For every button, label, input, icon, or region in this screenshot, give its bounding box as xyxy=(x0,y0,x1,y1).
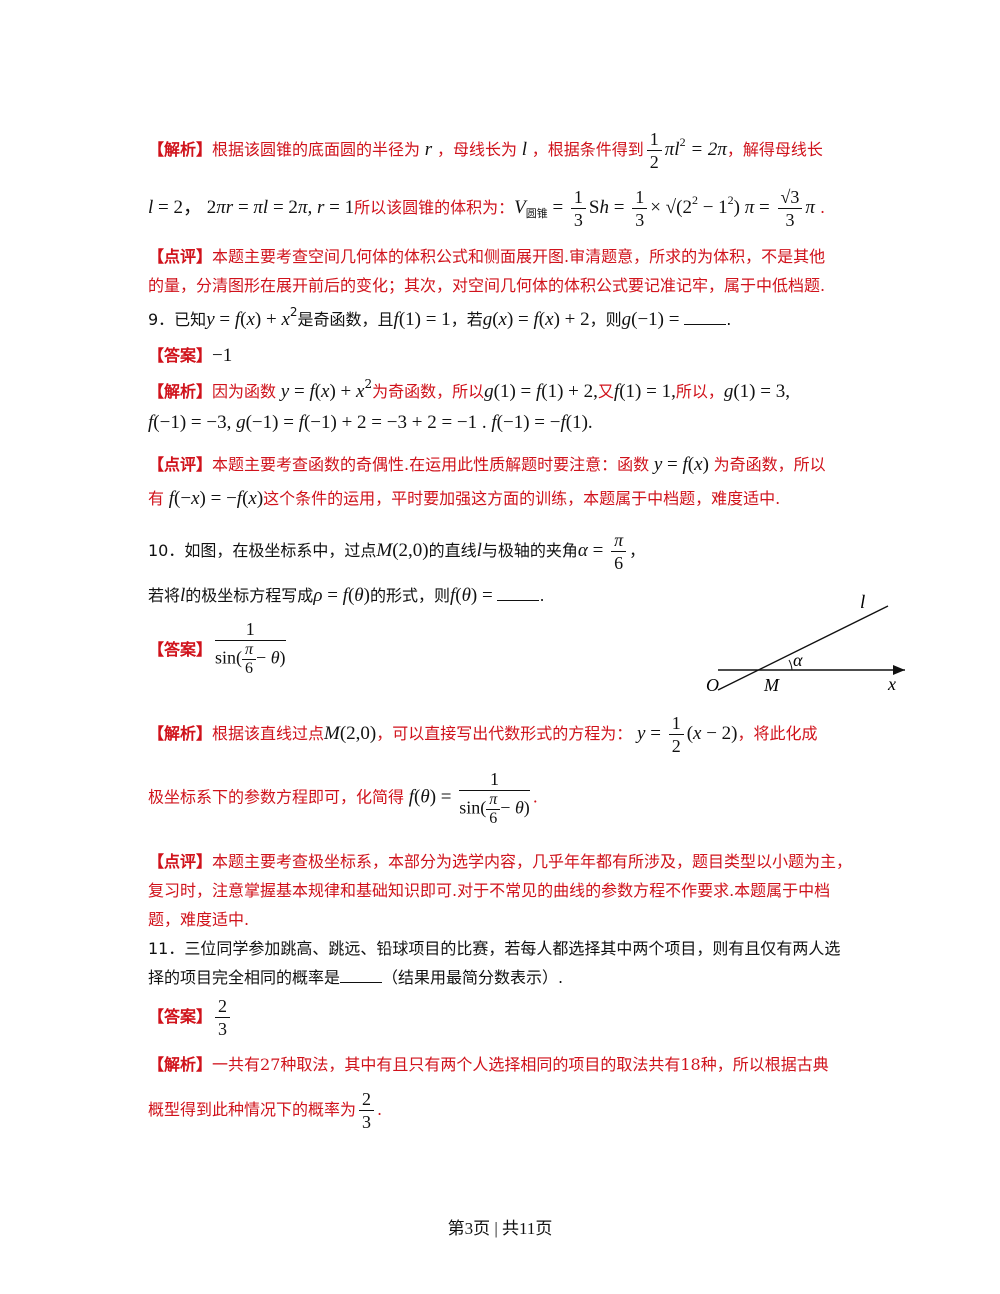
q11-stem-line1: 11．三位同学参加跳高、跳远、铅球项目的比赛，若每人都选择其中两个项目，则有且仅… xyxy=(148,939,841,958)
q10-comment-line1: 【点评】本题主要考查极坐标系，本部分为选学内容，几乎年年都有所涉及，题目类型以小… xyxy=(148,852,853,871)
p8-comment-line2: 的量，分清图形在展开前后的变化；其次，对空间几何体的体积公式要记准记牢，属于中低… xyxy=(148,276,826,295)
q11-analysis-line1: 【解析】一共有27种取法，其中有且只有两个人选择相同的项目的取法共有18种，所以… xyxy=(148,1055,829,1074)
q9-analysis-line2: f(−1) = −3, g(−1) = f(−1) + 2 = −3 + 2 =… xyxy=(148,412,593,433)
answer-blank xyxy=(684,310,727,325)
angle-arc xyxy=(788,659,793,671)
answer-blank xyxy=(340,968,383,983)
q10-stem-line2: 若将l的极坐标方程写成ρ = f(θ)的形式，则f(θ) = . xyxy=(148,585,545,606)
polar-figure: l α O M x xyxy=(706,592,905,695)
q9-analysis-line1: 【解析】因为函数 y = f(x) + x2为奇函数，所以g(1) = f(1)… xyxy=(148,377,790,402)
axis-label: x xyxy=(887,674,896,694)
q10-comment-line2: 复习时，注意掌握基本规律和基础知识即可.对于不常见的曲线的参数方程不作要求.本题… xyxy=(148,881,831,900)
p8-comment-line1: 【点评】本题主要考查空间几何体的体积公式和侧面展开图.审清题意，所求的为体积，不… xyxy=(148,247,826,266)
p8-analysis-line2: l = 2， 2πr = πl = 2π, r = 1所以该圆锥的体积为：V圆锥… xyxy=(148,187,826,230)
analysis-tag: 【解析】 xyxy=(148,140,213,159)
q9-stem: 9．已知y = f(x) + x2是奇函数，且f(1) = 1，若g(x) = … xyxy=(148,305,732,330)
q9-comment-line2: 有 f(−x) = −f(x)这个条件的运用，平时要加强这方面的训练，本题属于中… xyxy=(148,488,781,509)
origin-label: O xyxy=(706,675,719,695)
angle-label: α xyxy=(793,650,803,670)
line-l xyxy=(717,605,889,691)
page-footer: 第3页 | 共11页 xyxy=(447,1219,553,1238)
point-label: M xyxy=(763,675,780,695)
q10-comment-line3: 题，难度适中. xyxy=(148,910,250,929)
arrow-head-icon xyxy=(893,665,905,675)
q9-answer: 【答案】−1 xyxy=(148,345,233,366)
q11-stem-line2: 择的项目完全相同的概率是（结果用最简分数表示）. xyxy=(148,968,564,987)
q9-comment-line1: 【点评】本题主要考查函数的奇偶性.在运用此性质解题时要注意：函数 y = f(x… xyxy=(148,454,826,475)
answer-blank xyxy=(497,586,540,601)
line-label: l xyxy=(860,592,865,613)
